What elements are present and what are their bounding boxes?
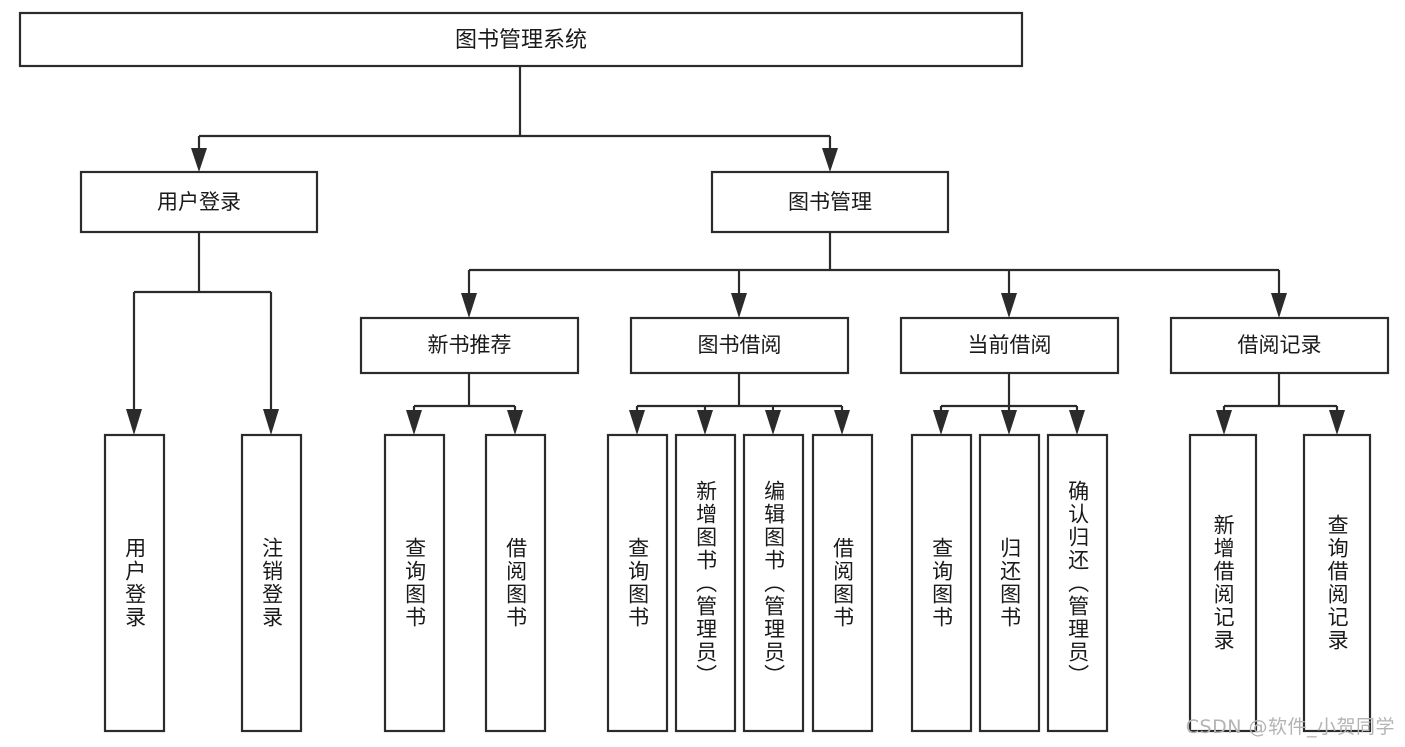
node-root-label: 图书管理系统 [455,28,587,53]
node-user-login-label: 用户登录 [157,190,241,214]
node-current-borrow[interactable]: 当前借阅 [899,316,1120,375]
node-leaf-add-record[interactable] [1188,433,1258,733]
arrowhead-leaf-query-book-1 [406,410,422,435]
arrowhead-leaf-edit-book [765,410,781,435]
node-book-borrow[interactable]: 图书借阅 [629,316,850,375]
node-new-book-recommend[interactable]: 新书推荐 [359,316,580,375]
watermark: CSDN @软件_小贺同学 [1185,716,1395,738]
node-leaf-return-book[interactable] [978,433,1041,733]
arrowhead-leaf-add-record [1216,410,1232,435]
arrowhead-leaf-borrow-book-2 [834,410,850,435]
node-leaf-query-book-1[interactable] [383,433,446,733]
node-borrow-record[interactable]: 借阅记录 [1169,316,1390,375]
node-leaf-query-record[interactable] [1302,433,1372,733]
node-leaf-borrow-book-1[interactable] [484,433,547,733]
arrowhead-book-manage [822,148,838,172]
arrowhead-leaf-return-book [1001,410,1017,435]
arrowhead-leaf-query-book-2 [629,410,645,435]
arrowhead-borrow-record [1271,293,1287,318]
node-user-login[interactable]: 用户登录 [79,170,319,234]
node-book-manage[interactable]: 图书管理 [710,170,950,234]
arrowhead-leaf-add-book [697,410,713,435]
edge-layer [126,66,1345,435]
node-leaf-user-login[interactable] [103,433,166,733]
arrowhead-leaf-confirm-return [1069,410,1085,435]
node-current-borrow-label: 当前借阅 [968,333,1052,357]
node-layer: 图书管理系统 用户登录 图书管理 新书推荐 图书借阅 [18,11,1390,733]
node-book-manage-label: 图书管理 [788,190,872,214]
arrowhead-leaf-logout-login [263,409,279,435]
node-leaf-add-book[interactable] [674,433,737,733]
node-leaf-query-book-3[interactable] [910,433,973,733]
arrowhead-user-login [191,148,207,172]
arrowhead-leaf-query-record [1329,410,1345,435]
arrowhead-current-borrow [1001,293,1017,318]
arrowhead-new-book-recommend [461,293,477,318]
arrowhead-book-borrow [731,293,747,318]
arrowhead-leaf-query-book-3 [933,410,949,435]
arrowhead-leaf-borrow-book-1 [507,410,523,435]
node-leaf-borrow-book-2[interactable] [811,433,874,733]
node-leaf-query-book-2[interactable] [606,433,669,733]
node-leaf-edit-book[interactable] [742,433,805,733]
node-new-book-recommend-label: 新书推荐 [428,333,512,357]
arrowhead-leaf-user-login [126,409,142,435]
node-borrow-record-label: 借阅记录 [1238,333,1322,357]
node-leaf-logout-login[interactable] [240,433,303,733]
node-leaf-confirm-return[interactable] [1046,433,1109,733]
node-book-borrow-label: 图书借阅 [698,333,782,357]
node-root[interactable]: 图书管理系统 [18,11,1024,68]
